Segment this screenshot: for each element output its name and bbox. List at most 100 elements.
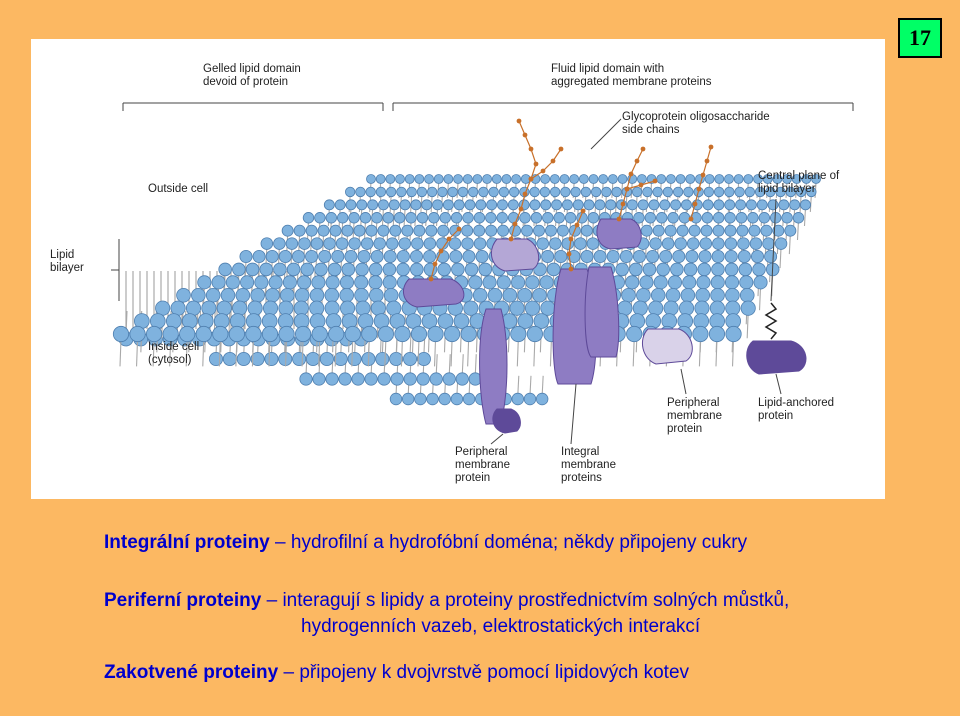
lipid-head-upper [112,325,130,343]
lipid-head-upper [473,224,486,237]
lipid-head-upper [549,237,562,250]
lipid-head-upper [383,287,399,303]
lipid-head-upper [765,186,776,198]
lipid-tail-upper [630,181,633,198]
lipid-head-upper [675,174,686,184]
lipid-head-lower [312,372,326,386]
lipid-tail-upper [202,338,205,367]
lipid-head-upper [510,325,527,343]
lipid-head-upper [348,212,360,224]
lipid-head-upper [497,199,508,211]
membrane-figure: Gelled lipid domain devoid of protein Fl… [31,39,885,499]
lipid-head-upper [507,199,519,211]
lipid-head-upper [646,249,660,263]
lipid-head-upper [533,313,550,329]
lipid-head-upper [450,212,463,224]
lipid-head-upper [212,325,229,343]
lipid-head-upper [325,313,342,329]
lipid-head-upper [540,174,551,184]
lipid-head-upper [293,224,306,237]
lipid-tail-lower [409,332,412,356]
lipid-head-upper [498,186,510,198]
lipid-head-upper [324,300,340,316]
lipid-head-upper [261,325,279,343]
lipid-head-lower [338,372,352,386]
lipid-head-upper [460,325,477,343]
lipid-head-upper [607,174,618,184]
lipid-head-upper [323,199,335,211]
lipid-head-lower [347,351,362,366]
lipid-head-upper [341,262,356,277]
lipid-head-lower [403,372,417,386]
lipid-tail-upper [318,338,321,367]
lipid-head-upper [176,287,191,303]
lipid-head-upper [368,262,383,277]
lipid-tail-upper [400,338,403,367]
lipid-head-upper [578,174,589,184]
lipid-head-upper [302,212,315,224]
lipid-head-upper [611,186,622,198]
lipid-head-lower [364,372,378,386]
lipid-tail-upper [507,325,510,353]
lipid-head-lower [416,372,430,386]
lipid-head-lower [390,372,404,386]
term-peripheral: Periferní proteiny [104,590,262,611]
lipid-head-upper [656,212,668,224]
lipid-head-upper [772,174,783,184]
lipid-head-upper [681,199,692,211]
lipid-tail-upper [803,207,807,227]
lipid-head-upper [155,300,171,316]
lipid-head-upper [218,262,232,277]
lipid-head-upper [711,262,725,277]
lipid-head-upper [735,212,748,224]
lipid-head-upper [724,237,738,250]
lipid-head-upper [305,249,319,263]
lipid-head-upper [540,300,556,316]
lipid-head-upper [361,325,378,343]
lipid-head-upper [260,237,274,250]
lipid-head-upper [789,199,801,211]
lipid-head-upper [601,186,612,198]
lipid-head-upper [640,224,653,237]
sugar-bead [640,146,646,152]
lipid-head-upper [357,249,371,263]
sugar-bead [688,216,694,222]
lipid-head-upper [298,237,311,250]
lipid-head-upper [524,300,541,316]
lipid-head-upper [453,174,463,184]
lipid-head-upper [399,199,411,211]
lipid-head-upper [511,174,522,184]
lipid-head-lower [208,351,223,366]
lipid-head-upper [629,262,643,277]
lipid-head-upper [784,224,797,237]
lipid-head-upper [782,174,792,184]
lipid-tail-lower [228,310,231,335]
lipid-head-upper [129,325,146,343]
lipid-tail-upper [185,338,188,367]
lipid-head-upper [554,249,568,263]
peripheral-protein-right [641,328,693,365]
lipid-head-upper [329,224,342,237]
lipid-head-upper [472,174,483,184]
lipid-head-upper [225,275,240,290]
lipid-head-lower [455,372,469,386]
lipid-head-upper [539,275,554,290]
lipid-head-upper [754,186,766,198]
lipid-head-upper [232,300,248,316]
lipid-tail-upper [715,338,718,367]
lipid-head-upper [464,199,476,211]
lipid-head-upper [383,249,397,263]
sugar-bead [708,144,714,150]
lipid-tail-upper [301,338,304,367]
lipid-head-upper [409,249,423,263]
lipid-head-upper [617,300,633,316]
lipid-head-upper [631,186,643,198]
lipid-head-upper [642,186,653,198]
lipid-head-upper [561,199,573,211]
lipid-head-upper [491,174,502,184]
lipid-head-upper [652,224,665,237]
lipid-head-upper [644,212,657,224]
sugar-bead [616,216,622,222]
lipid-head-lower [535,392,549,406]
lipid-tail-upper [621,181,624,198]
